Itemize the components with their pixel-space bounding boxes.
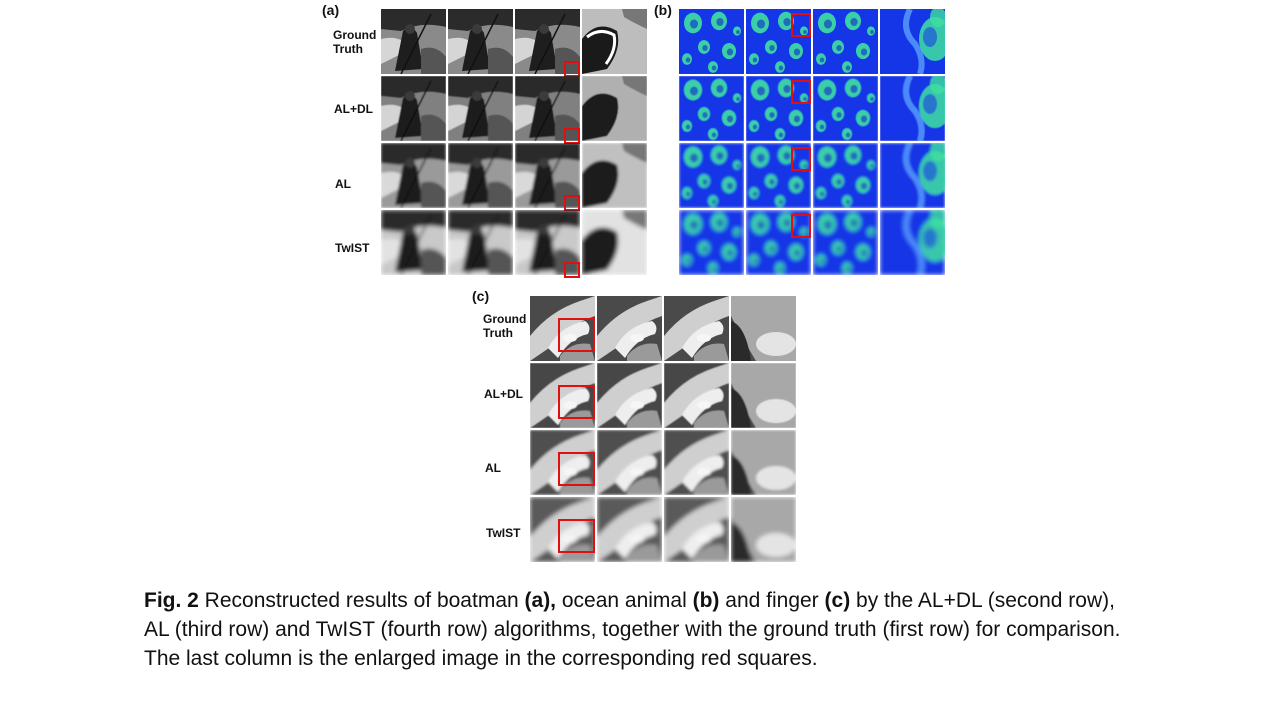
panel-b-tag: (b) xyxy=(654,2,672,18)
row-label-line1: Ground xyxy=(483,312,527,326)
finger-thumbnail xyxy=(530,430,595,495)
caption-text-1: Reconstructed results of boatman xyxy=(198,589,525,612)
ocean-animal-thumbnail xyxy=(679,143,744,208)
row-label-c-al: AL xyxy=(485,461,501,475)
zoom-region-box xyxy=(564,128,580,144)
ocean-animal-thumbnail xyxy=(813,9,878,74)
ocean-animal-thumbnail xyxy=(880,76,945,141)
row-label-c-twist: TwIST xyxy=(486,526,521,540)
finger-thumbnail xyxy=(731,363,796,428)
finger-thumbnail xyxy=(664,363,729,428)
caption-ref-c: (c) xyxy=(824,589,851,612)
ocean-animal-thumbnail xyxy=(813,76,878,141)
zoom-region-box xyxy=(791,13,811,37)
zoom-region-box xyxy=(791,147,811,171)
row-label-line2: Truth xyxy=(483,326,513,340)
ocean-animal-thumbnail xyxy=(746,143,811,208)
row-label-a-al-dl: AL+DL xyxy=(334,102,373,116)
zoom-region-box xyxy=(558,385,595,419)
boatman-thumbnail xyxy=(448,76,513,141)
figure-caption: Fig. 2 Reconstructed results of boatman … xyxy=(144,586,1134,673)
boatman-thumbnail xyxy=(381,143,446,208)
finger-thumbnail xyxy=(664,296,729,361)
ocean-animal-thumbnail xyxy=(679,76,744,141)
caption-ref-b: (b) xyxy=(692,589,720,612)
row-label-line2: Truth xyxy=(333,42,363,56)
finger-thumbnail xyxy=(731,497,796,562)
zoom-region-box xyxy=(564,61,580,77)
caption-text-4: by the AL+DL (second row), AL (third row… xyxy=(144,589,1121,670)
boatman-thumbnail xyxy=(448,9,513,74)
finger-thumbnail xyxy=(530,296,595,361)
caption-text-2: ocean animal xyxy=(556,589,693,612)
boatman-thumbnail xyxy=(582,9,647,74)
finger-thumbnail xyxy=(731,296,796,361)
ocean-animal-thumbnail xyxy=(880,210,945,275)
boatman-thumbnail xyxy=(582,143,647,208)
panel-a-tag: (a) xyxy=(322,2,340,18)
caption-fig-label: Fig. 2 xyxy=(144,589,199,612)
zoom-region-box xyxy=(558,318,595,352)
panel-c-tag: (c) xyxy=(472,288,490,304)
finger-thumbnail xyxy=(664,430,729,495)
ocean-animal-thumbnail xyxy=(813,143,878,208)
ocean-animal-thumbnail xyxy=(880,9,945,74)
row-label-c-ground-truth: Ground Truth xyxy=(483,312,526,340)
boatman-thumbnail xyxy=(515,9,580,74)
boatman-thumbnail xyxy=(515,210,580,275)
zoom-region-box xyxy=(791,214,811,238)
finger-thumbnail xyxy=(597,296,662,361)
row-label-c-al-dl: AL+DL xyxy=(484,387,523,401)
ocean-animal-thumbnail xyxy=(679,9,744,74)
row-label-a-al: AL xyxy=(335,177,351,191)
finger-thumbnail xyxy=(530,497,595,562)
ocean-animal-thumbnail xyxy=(880,143,945,208)
row-label-a-ground-truth: Ground Truth xyxy=(333,28,376,56)
boatman-thumbnail xyxy=(381,76,446,141)
boatman-thumbnail xyxy=(448,143,513,208)
boatman-thumbnail xyxy=(448,210,513,275)
zoom-region-box xyxy=(558,519,595,553)
row-label-line1: Ground xyxy=(333,28,377,42)
finger-thumbnail xyxy=(664,497,729,562)
caption-text-3: and finger xyxy=(719,589,825,612)
ocean-animal-thumbnail xyxy=(813,210,878,275)
finger-thumbnail xyxy=(731,430,796,495)
boatman-thumbnail xyxy=(381,210,446,275)
boatman-thumbnail xyxy=(515,76,580,141)
caption-ref-a: (a), xyxy=(524,589,557,612)
zoom-region-box xyxy=(791,80,811,104)
boatman-thumbnail xyxy=(515,143,580,208)
ocean-animal-thumbnail xyxy=(746,9,811,74)
row-label-a-twist: TwIST xyxy=(335,241,370,255)
ocean-animal-thumbnail xyxy=(746,210,811,275)
zoom-region-box xyxy=(564,195,580,211)
finger-thumbnail xyxy=(597,363,662,428)
zoom-region-box xyxy=(564,262,580,278)
zoom-region-box xyxy=(558,452,595,486)
boatman-thumbnail xyxy=(582,210,647,275)
boatman-thumbnail xyxy=(582,76,647,141)
boatman-thumbnail xyxy=(381,9,446,74)
finger-thumbnail xyxy=(597,430,662,495)
ocean-animal-thumbnail xyxy=(679,210,744,275)
ocean-animal-thumbnail xyxy=(746,76,811,141)
finger-thumbnail xyxy=(597,497,662,562)
